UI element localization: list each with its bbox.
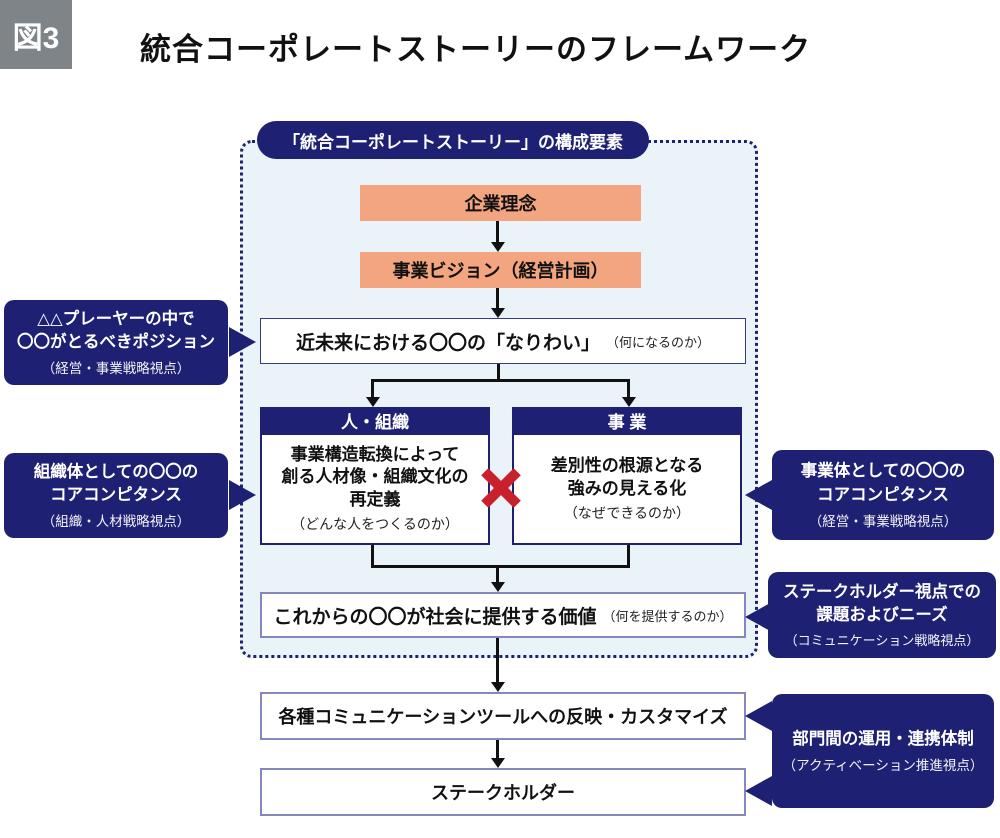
arrow-down bbox=[491, 638, 505, 692]
stakeholder-needs-note: （コミュニケーション戦略視点） bbox=[784, 633, 980, 649]
text-line: コアコンピタンス bbox=[50, 486, 182, 504]
value-text: これからの〇〇が社会に提供する価値 bbox=[273, 606, 597, 628]
nariwai-note: （何になるのか） bbox=[606, 334, 711, 350]
branch-bar bbox=[371, 379, 630, 382]
interdepartment-note: （アクティベーション推進視点） bbox=[782, 758, 984, 774]
people-org-body: 事業構造転換によって 創る人材像・組織文化の 再定義 （どんな人をつくるのか） bbox=[260, 433, 490, 545]
merge-line-left bbox=[371, 545, 374, 568]
text-line: △△プレーヤーの中で bbox=[37, 309, 195, 328]
text-line: 事業構造転換によって bbox=[290, 444, 460, 464]
business-note: （なぜできるのか） bbox=[563, 504, 691, 521]
people-org-header: 人・組織 bbox=[260, 407, 490, 434]
arrow-down bbox=[491, 740, 505, 768]
multiply-icon bbox=[478, 465, 524, 511]
text-line: 課題およびニーズ bbox=[816, 606, 948, 624]
arrow-down bbox=[491, 288, 505, 318]
interdepartment-label: 部門間の運用・連携体制 （アクティベーション推進視点） bbox=[772, 694, 994, 808]
arrow-right-icon bbox=[229, 480, 256, 510]
text-line: コアコンピタンス bbox=[817, 485, 949, 504]
text-line: 事業体としての〇〇の bbox=[800, 462, 966, 481]
communication-tools-box: 各種コミュニケーションツールへの反映・カスタマイズ bbox=[260, 692, 746, 740]
arrow-left-icon bbox=[745, 701, 772, 731]
text-line: 〇〇がとるべきポジション bbox=[17, 333, 215, 351]
text-line: ステークホルダー視点での bbox=[783, 582, 981, 601]
arrow-left-icon bbox=[745, 776, 772, 806]
arrow-down bbox=[622, 381, 636, 407]
stakeholder-text: ステークホルダー bbox=[431, 783, 575, 803]
stakeholder-needs-label: ステークホルダー視点での 課題およびニーズ （コミュニケーション戦略視点） bbox=[768, 572, 996, 658]
value-box: これからの〇〇が社会に提供する価値 （何を提供するのか） bbox=[260, 592, 746, 638]
vision-box: 事業ビジョン（経営計画） bbox=[360, 252, 641, 288]
business-header: 事 業 bbox=[512, 407, 742, 434]
business-body: 差別性の根源となる 強みの見える化 （なぜできるのか） bbox=[512, 433, 742, 545]
text-line: 創る人材像・組織文化の bbox=[281, 467, 469, 487]
text-line: 差別性の根源となる bbox=[550, 456, 704, 476]
text-line: 組織体としての〇〇の bbox=[33, 462, 199, 481]
merge-bar bbox=[371, 565, 630, 568]
position-label: △△プレーヤーの中で 〇〇がとるべきポジション （経営・事業戦略視点） bbox=[4, 300, 228, 385]
arrow-left-icon bbox=[745, 602, 772, 632]
business-core-note: （経営・事業戦略視点） bbox=[808, 513, 958, 529]
merge-line-right bbox=[627, 545, 630, 568]
tools-text: 各種コミュニケーションツールへの反映・カスタマイズ bbox=[278, 707, 728, 727]
org-core-note: （組織・人材戦略視点） bbox=[41, 514, 191, 530]
philosophy-box: 企業理念 bbox=[360, 185, 641, 221]
text-line: 再定義 bbox=[349, 489, 401, 509]
position-note: （経営・事業戦略視点） bbox=[41, 361, 191, 377]
value-note: （何を提供するのか） bbox=[602, 608, 733, 624]
framework-panel bbox=[240, 140, 758, 658]
arrow-down bbox=[491, 221, 505, 252]
page-title: 統合コーポレートストーリーのフレームワーク bbox=[140, 32, 812, 67]
text-line: 強みの見える化 bbox=[567, 478, 687, 498]
stakeholder-box: ステークホルダー bbox=[260, 768, 746, 816]
framework-badge: 「統合コーポレートストーリー」の構成要素 bbox=[257, 121, 649, 159]
branch-stem bbox=[497, 364, 500, 382]
arrow-left-icon bbox=[745, 480, 772, 510]
nariwai-text: 近未来における〇〇の「なりわい」 bbox=[295, 332, 600, 354]
nariwai-box: 近未来における〇〇の「なりわい」 （何になるのか） bbox=[260, 318, 746, 364]
business-core-competence-label: 事業体としての〇〇の コアコンピタンス （経営・事業戦略視点） bbox=[772, 450, 994, 540]
people-org-note: （どんな人をつくるのか） bbox=[291, 516, 459, 533]
figure-number-tag: 図3 bbox=[0, 0, 72, 69]
arrow-down bbox=[366, 381, 380, 407]
org-core-competence-label: 組織体としての〇〇の コアコンピタンス （組織・人材戦略視点） bbox=[4, 453, 228, 538]
text-line: 部門間の運用・連携体制 bbox=[792, 729, 974, 748]
arrow-down bbox=[491, 567, 505, 592]
arrow-right-icon bbox=[229, 327, 256, 357]
